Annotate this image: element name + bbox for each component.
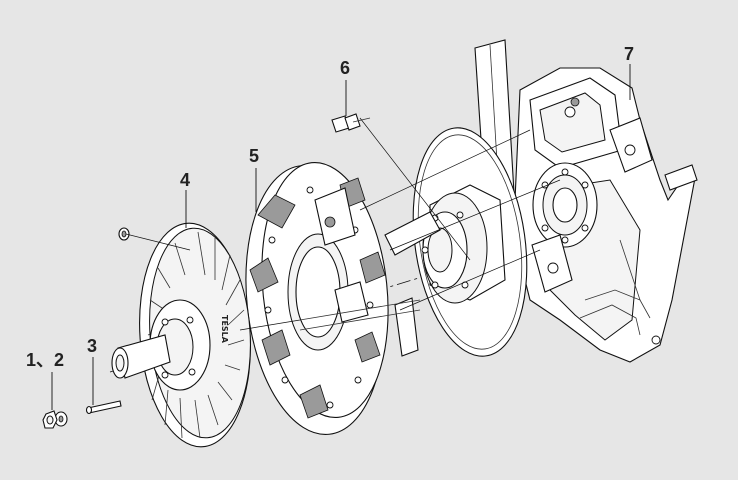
callout-label-6: 6 — [340, 58, 350, 78]
callout-label-3: 3 — [87, 336, 97, 356]
callout-label-1-2: 1、2 — [26, 350, 64, 370]
nut-washer-part-1-2 — [42, 410, 68, 429]
callout-label-5: 5 — [249, 146, 259, 166]
rotor-part-5 — [245, 161, 421, 435]
fan-disc-part-4: TESLA — [111, 222, 251, 448]
leader-lines — [51, 64, 631, 410]
fan-text: TESLA — [220, 315, 229, 344]
pin-part-3 — [85, 400, 122, 415]
housing-part-7 — [474, 39, 698, 363]
small-nut — [118, 227, 130, 241]
bolt-part-6 — [331, 113, 371, 133]
callout-label-4: 4 — [180, 170, 190, 190]
callout-label-7: 7 — [624, 44, 634, 64]
